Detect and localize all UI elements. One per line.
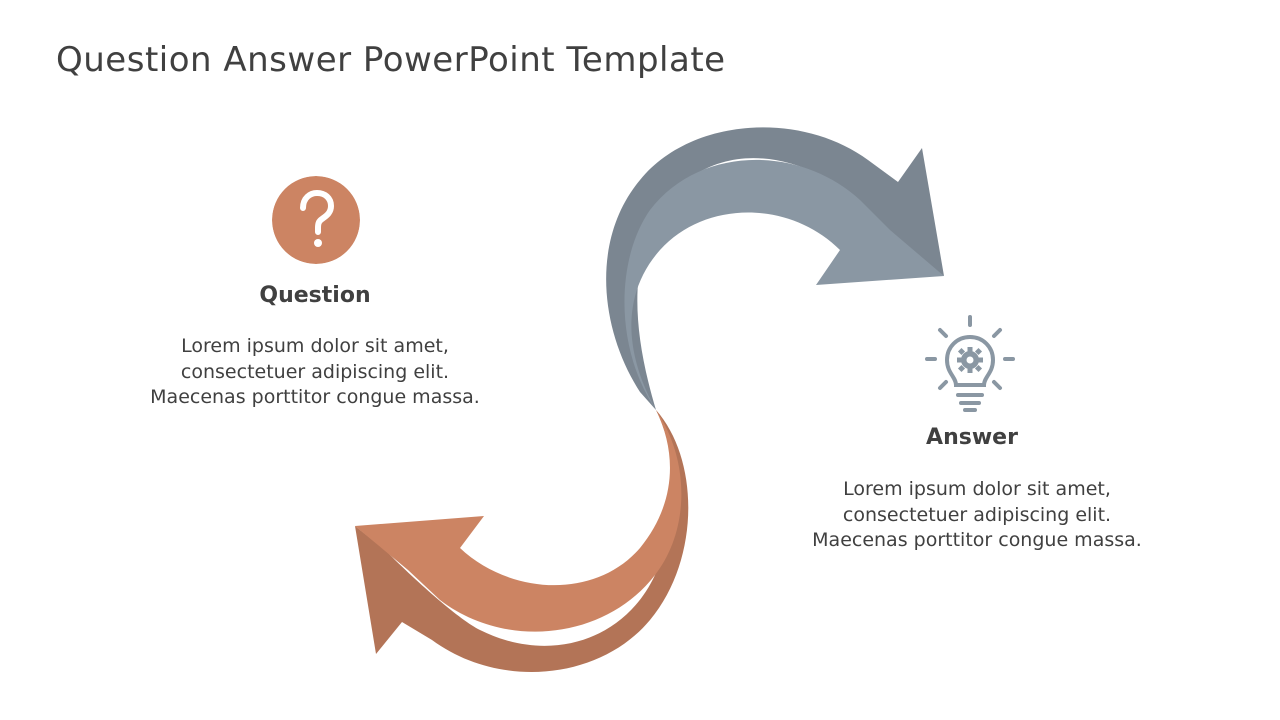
- question-block: Question: [115, 283, 515, 308]
- gray-arrow-shadow: [606, 127, 944, 410]
- page-title: Question Answer PowerPoint Template: [56, 40, 726, 80]
- orange-arrow: [355, 410, 682, 632]
- question-text: Lorem ipsum dolor sit amet, consectetuer…: [115, 334, 515, 411]
- answer-line-1: Lorem ipsum dolor sit amet,: [843, 478, 1111, 500]
- gray-arrow: [624, 159, 944, 410]
- lightbulb-gear-icon: [925, 315, 1015, 412]
- answer-block: Answer: [772, 425, 1172, 450]
- answer-line-2: consectetuer adipiscing elit.: [842, 503, 1112, 526]
- answer-heading: Answer: [926, 425, 1018, 450]
- orange-arrow-shadow: [355, 410, 689, 673]
- question-line-2: consectetuer adipiscing elit.: [180, 360, 450, 383]
- answer-text: Lorem ipsum dolor sit amet, consectetuer…: [772, 477, 1182, 554]
- question-line-3: Maecenas porttitor congue massa.: [150, 386, 480, 408]
- answer-line-3: Maecenas porttitor congue massa.: [812, 529, 1142, 551]
- question-mark-icon: [272, 176, 360, 264]
- question-line-1: Lorem ipsum dolor sit amet,: [181, 335, 449, 357]
- question-heading: Question: [259, 283, 371, 308]
